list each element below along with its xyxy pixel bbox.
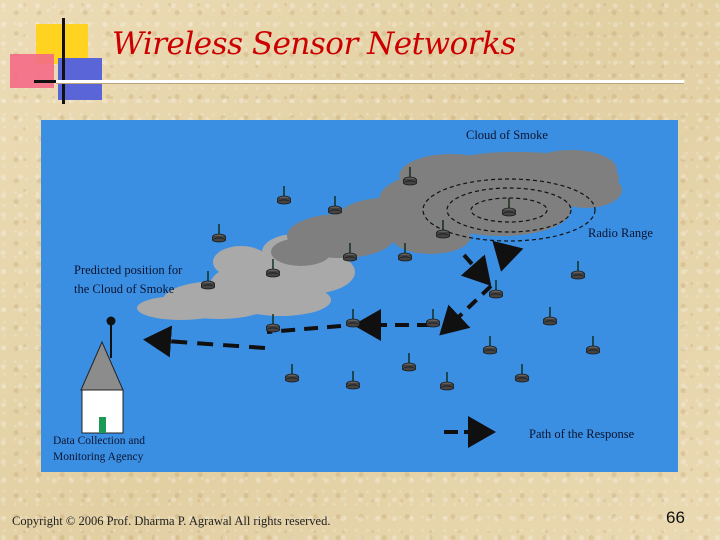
predicted-position-label-line2: the Cloud of Smoke — [74, 282, 175, 296]
copyright-text: Copyright © 2006 Prof. Dharma P. Agrawal… — [12, 514, 331, 528]
sensor-node-icon — [570, 260, 586, 280]
sensor-node-icon — [211, 223, 227, 243]
sensor-node-icon — [488, 279, 504, 299]
monitoring-agency-building-icon — [80, 316, 124, 434]
sensor-node-icon — [265, 313, 281, 333]
sensor-node-icon — [482, 335, 498, 355]
sensor-node-icon — [425, 308, 441, 328]
sensor-node-icon — [327, 195, 343, 215]
slide-title: Wireless Sensor Networks — [112, 26, 516, 62]
sensor-node-icon — [542, 306, 558, 326]
agency-label-line1: Data Collection and — [53, 435, 145, 447]
sensor-node-icon — [276, 185, 292, 205]
sensor-node-icon — [345, 370, 361, 390]
sensor-node-icon — [284, 363, 300, 383]
title-underline — [56, 80, 684, 84]
sensor-node-icon — [439, 371, 455, 391]
smoke-cloud — [271, 150, 622, 266]
path-of-response-label: Path of the Response — [529, 427, 635, 441]
sensor-node-icon — [514, 363, 530, 383]
predicted-position-label-line1: Predicted position for — [74, 263, 183, 277]
sensor-node-icon — [585, 335, 601, 355]
sensor-node-icon — [401, 352, 417, 372]
sensor-node-icon — [345, 308, 361, 328]
decorative-vertical-line — [62, 18, 65, 104]
response-path — [143, 240, 524, 358]
decorative-blue-block — [58, 58, 102, 100]
sensor-network-diagram: Cloud of Smoke Radio Range Predicted pos… — [41, 120, 678, 472]
diagram-canvas — [80, 150, 622, 448]
agency-label-line2: Monitoring Agency — [53, 451, 144, 463]
radio-range-rings — [422, 178, 596, 242]
page-number: 66 — [666, 508, 685, 527]
radio-range-label: Radio Range — [588, 226, 653, 240]
cloud-of-smoke-label: Cloud of Smoke — [466, 128, 548, 142]
